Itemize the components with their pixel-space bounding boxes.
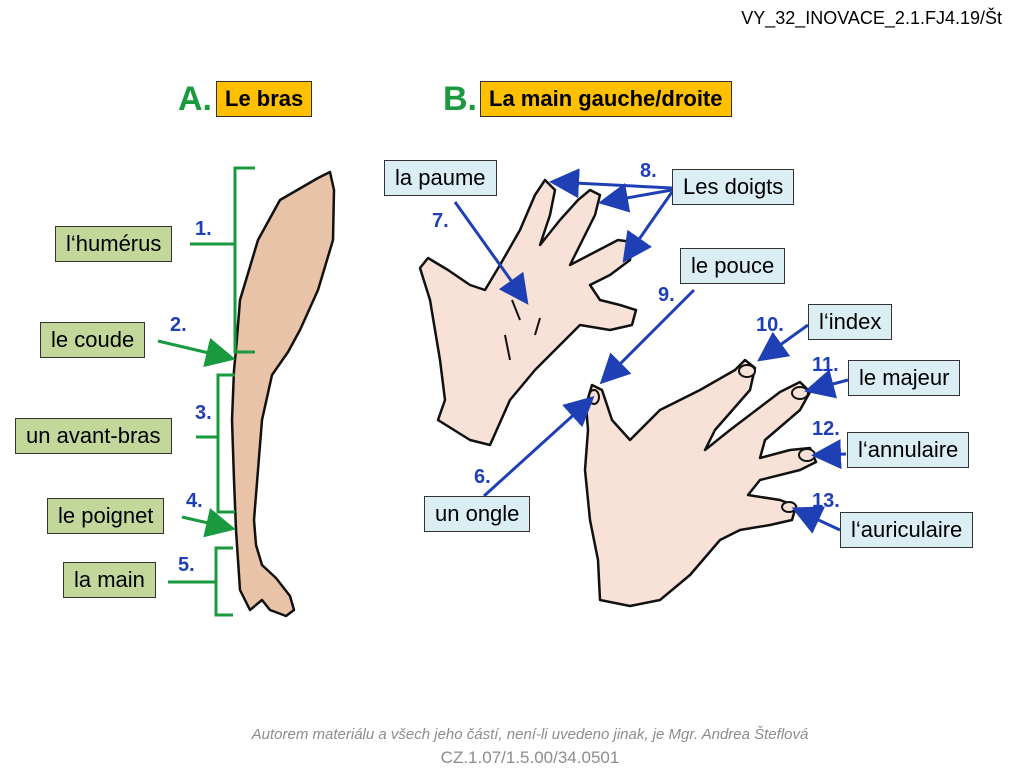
- arm-illustration: [232, 172, 334, 616]
- label-avant-bras: un avant-bras: [15, 418, 172, 454]
- label-poignet: le poignet: [47, 498, 164, 534]
- label-coude: le coude: [40, 322, 145, 358]
- label-pouce: le pouce: [680, 248, 785, 284]
- num-index: 10.: [756, 314, 784, 337]
- num-doigts: 8.: [640, 160, 657, 183]
- document-code: VY_32_INOVACE_2.1.FJ4.19/Št: [741, 8, 1002, 29]
- label-annulaire: l‘annulaire: [847, 432, 969, 468]
- label-ongle: un ongle: [424, 496, 530, 532]
- label-majeur: le majeur: [848, 360, 960, 396]
- section-a-title: Le bras: [216, 81, 312, 117]
- num-avant-bras: 3.: [195, 402, 212, 425]
- num-paume: 7.: [432, 210, 449, 233]
- label-auriculaire: l‘auriculaire: [840, 512, 973, 548]
- label-main: la main: [63, 562, 156, 598]
- num-pouce: 9.: [658, 284, 675, 307]
- label-doigts: Les doigts: [672, 169, 794, 205]
- label-humerus: l‘humérus: [55, 226, 172, 262]
- num-poignet: 4.: [186, 490, 203, 513]
- num-majeur: 11.: [812, 354, 839, 377]
- section-b-letter: B.: [443, 80, 477, 119]
- num-humerus: 1.: [195, 218, 212, 241]
- section-a-letter: A.: [178, 80, 212, 119]
- hand-lower-illustration: [585, 360, 816, 606]
- footer-author: Autorem materiálu a všech jeho částí, ne…: [0, 726, 1024, 743]
- label-paume: la paume: [384, 160, 497, 196]
- num-coude: 2.: [170, 314, 187, 337]
- section-b-title: La main gauche/droite: [480, 81, 732, 117]
- label-index: l‘index: [808, 304, 892, 340]
- num-ongle: 6.: [474, 466, 491, 489]
- num-annulaire: 12.: [812, 418, 840, 441]
- num-auriculaire: 13.: [812, 490, 840, 513]
- footer-project: CZ.1.07/1.5.00/34.0501: [0, 748, 1024, 768]
- num-main: 5.: [178, 554, 195, 577]
- bracket-hand: [216, 548, 233, 615]
